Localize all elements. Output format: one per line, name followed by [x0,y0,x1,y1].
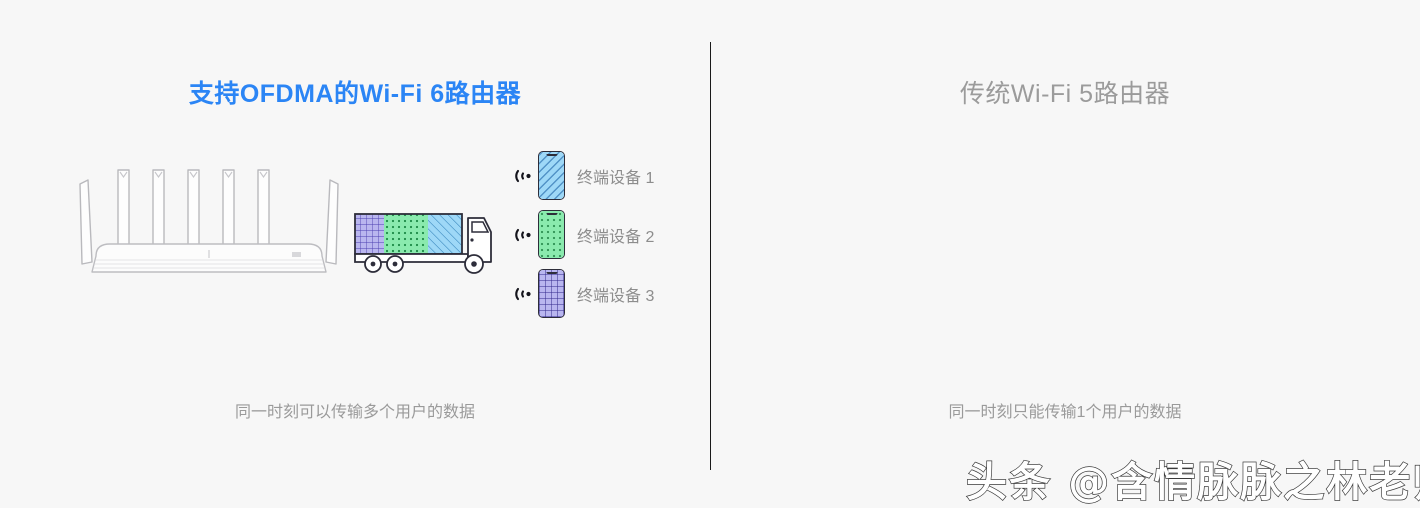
wifi6-router-illustration [74,152,344,287]
panel-right-title: 传统Wi-Fi 5路由器 [959,80,1171,108]
device-label: 终端设备 1 [577,169,655,187]
device-label: 终端设备 3 [577,287,655,305]
panel-wifi5: 传统Wi-Fi 5路由器 [710,0,1420,508]
panel-right-caption: 同一时刻只能传输1个用户的数据 [948,404,1182,421]
phone-device-2 [538,210,565,259]
wifi-signal-active-icon [508,222,538,248]
wifi-signal-active-icon [508,163,538,189]
phone-screen-pattern [539,270,564,317]
device-list-left: 终端设备 1 终端设备 2 [508,146,654,323]
phone-device-3 [538,269,565,318]
phone-screen-pattern [539,211,564,258]
panel-wifi6: 支持OFDMA的Wi-Fi 6路由器 [74,80,654,421]
device-row: 终端设备 2 [508,205,654,264]
panel-left-caption: 同一时刻可以传输多个用户的数据 [234,404,475,421]
watermark: 头条 @含情脉脉之林老师 头条 @含情脉脉之林老师 [965,448,1420,508]
device-row: 终端设备 3 [508,264,654,323]
watermark-fill: 头条 @含情脉脉之林老师 [966,458,1420,506]
phone-notch [546,153,557,157]
wifi-signal-active-icon [508,281,538,307]
phone-notch [546,212,557,216]
phone-notch [546,271,557,275]
truck-multiplexed [348,200,498,283]
phone-device-1 [538,151,565,200]
device-row: 终端设备 1 [508,146,654,205]
phone-screen-pattern [539,152,564,199]
watermark-outline: 头条 @含情脉脉之林老师 [965,457,1420,506]
panel-divider [710,42,711,470]
panel-left-title: 支持OFDMA的Wi-Fi 6路由器 [188,80,522,108]
device-label: 终端设备 2 [577,228,655,246]
